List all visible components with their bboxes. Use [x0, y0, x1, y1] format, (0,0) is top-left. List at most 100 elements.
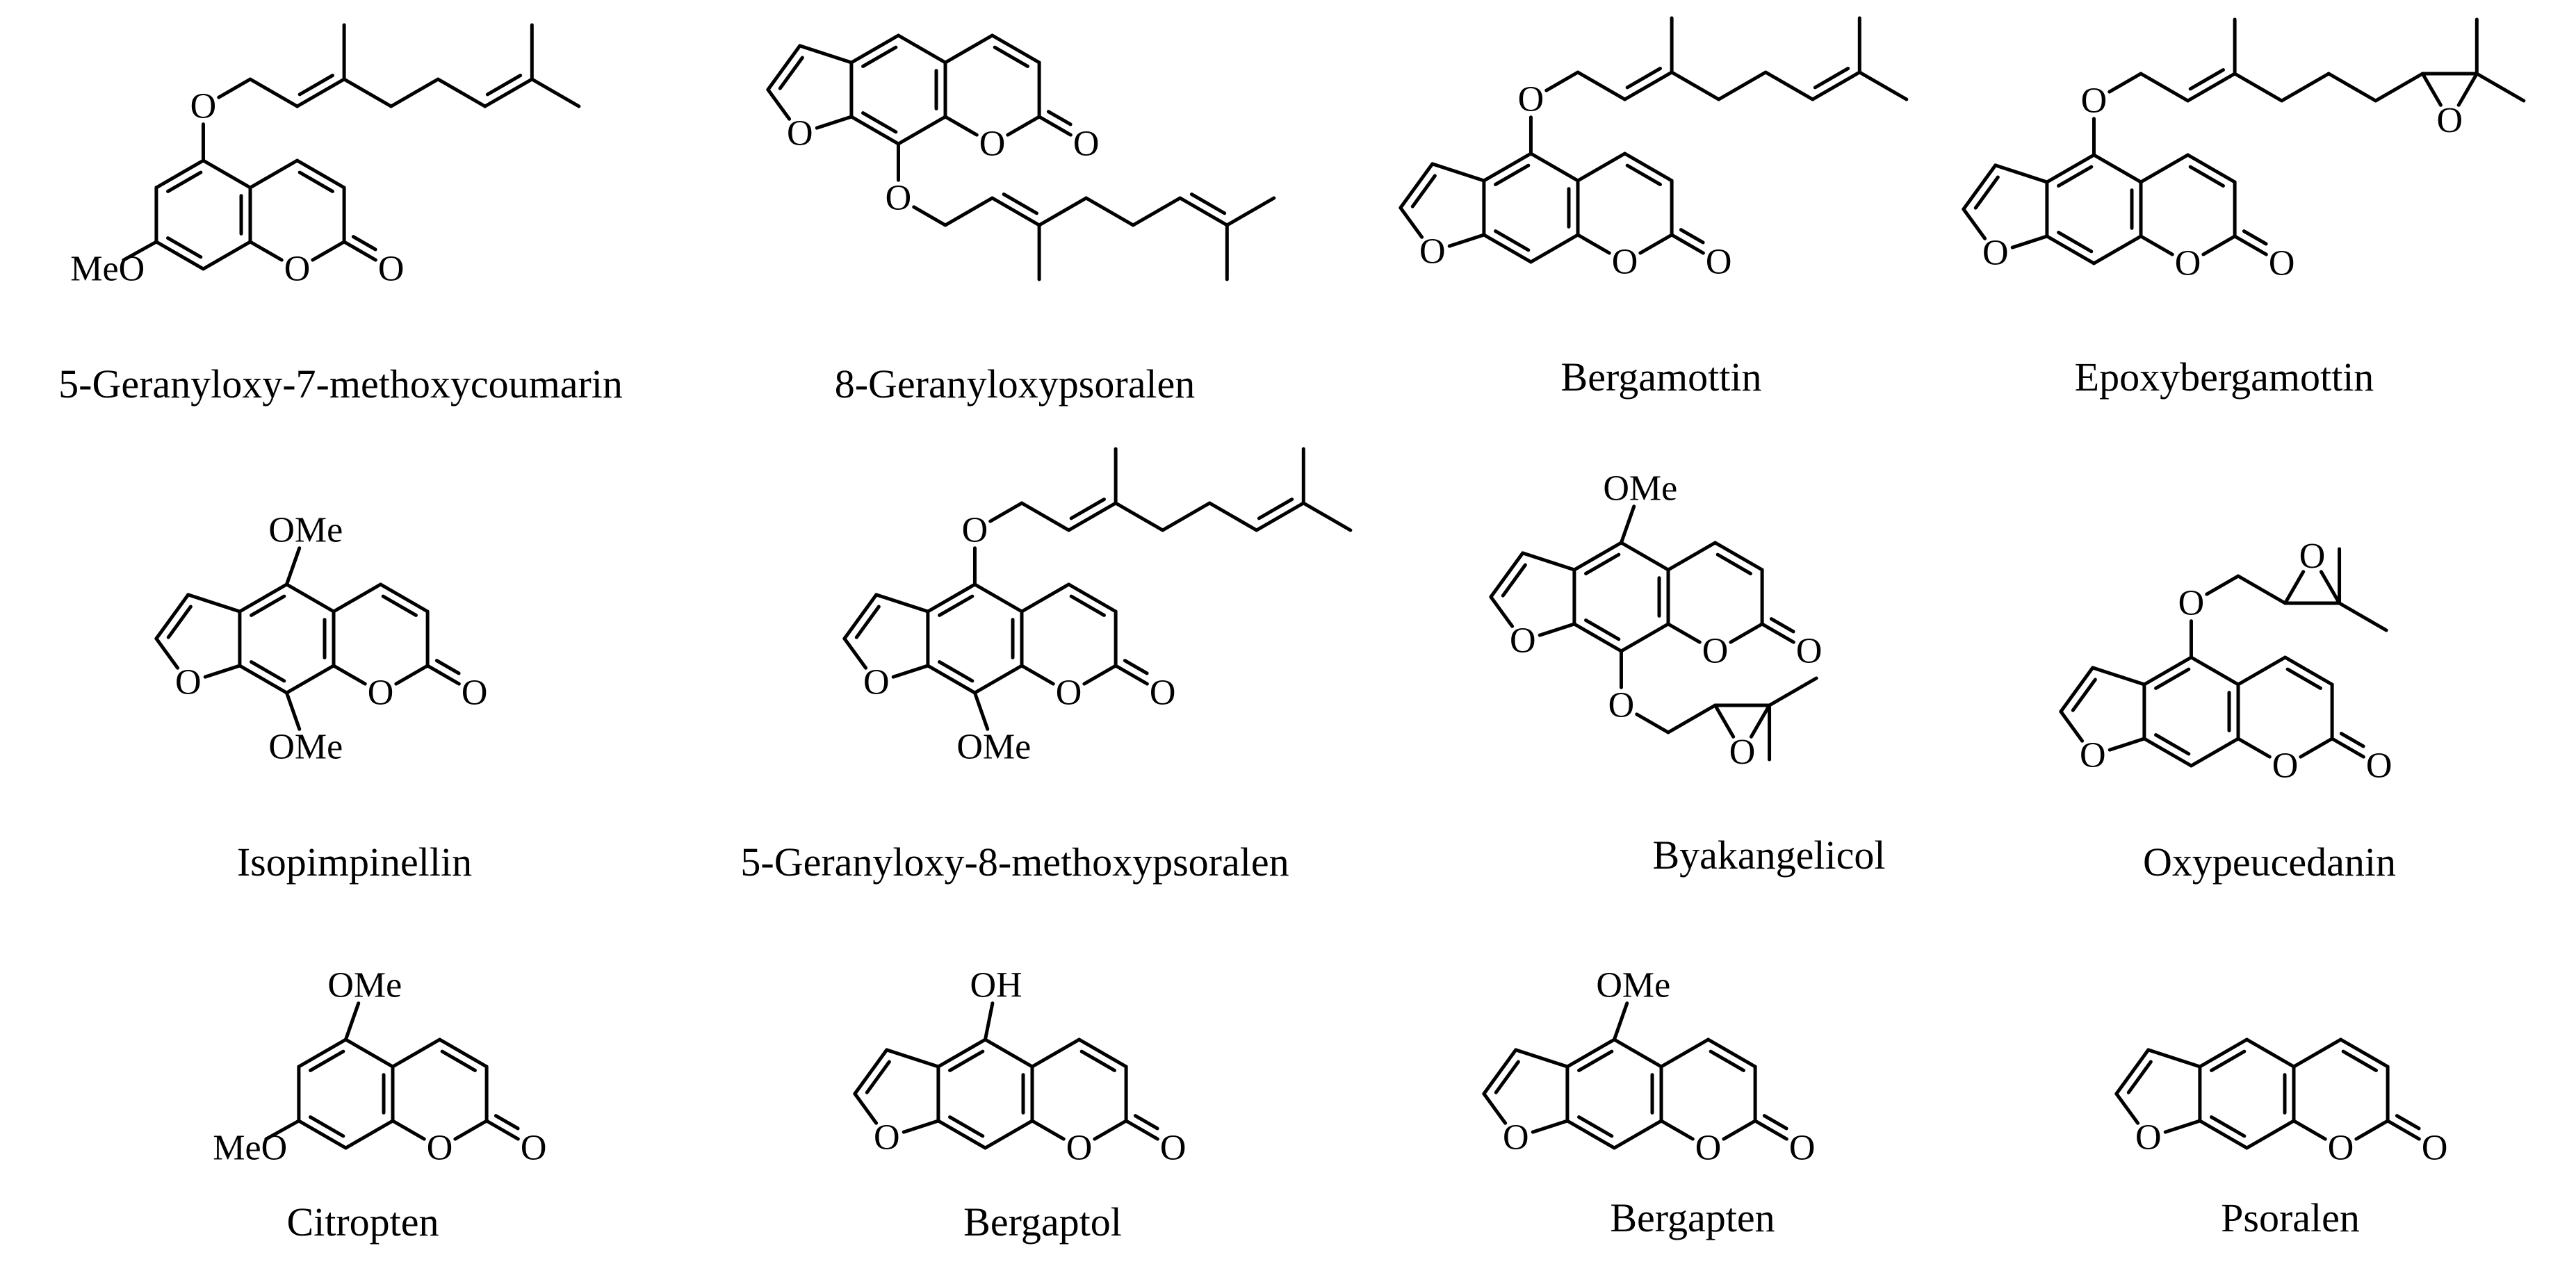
c10-bond-11 — [1124, 1119, 1159, 1141]
compound-name: Bergaptol — [963, 1199, 1122, 1245]
c7-bond-2-double — [1584, 618, 1621, 641]
c5-bond-7-double — [381, 594, 418, 617]
c1-bond-2 — [154, 240, 205, 271]
c8-bond-21 — [2319, 570, 2342, 605]
c1-bond-11-double — [351, 235, 377, 252]
c4-bond-11 — [2233, 234, 2268, 256]
c9-bond-12 — [343, 1001, 361, 1042]
c10-bond-7-double — [1079, 1049, 1116, 1072]
c10-atom-label: O — [874, 1118, 900, 1158]
c4-atom-label: O — [1982, 233, 2009, 273]
c5-bond-13 — [154, 637, 180, 670]
c3-bond-13 — [1399, 206, 1424, 239]
c11-bond-2 — [1565, 1119, 1616, 1150]
compound-name: Citropten — [286, 1199, 439, 1245]
c7-bond-18 — [1635, 712, 1670, 734]
c11-bond-2-double — [1577, 1115, 1614, 1138]
c10-bond-4 — [936, 1037, 987, 1069]
c2-bond-21 — [1037, 196, 1089, 227]
c10-bond-13 — [853, 1092, 879, 1125]
c11-bond-4-double — [1577, 1049, 1614, 1072]
c10-bond-6 — [1030, 1037, 1082, 1069]
c6-bond-2-double — [938, 660, 975, 683]
c1-bond-20-double — [485, 74, 523, 97]
c2-bond-9 — [1006, 115, 1041, 137]
c12-bond-10 — [2292, 1119, 2327, 1141]
c4-bond-9 — [2201, 234, 2237, 256]
c8-bond-13 — [2059, 709, 2085, 743]
c6-bond-19 — [1067, 501, 1118, 532]
compound-name: Bergamottin — [1561, 354, 1762, 400]
c1-bond-23 — [122, 240, 158, 262]
c8-atom-label: O — [2272, 746, 2299, 786]
c5-atom-label: O — [368, 673, 394, 713]
c4-bond-2-double — [2057, 231, 2094, 254]
c9-bond-2-double — [309, 1115, 345, 1138]
c7-atom-label: O — [1510, 621, 1536, 661]
c1-bond-2-double — [166, 236, 203, 259]
c6-bond-1 — [972, 664, 1024, 695]
c2-bond-11 — [1037, 115, 1073, 137]
c10-bond-14-double — [865, 1060, 891, 1094]
c7-bond-11-double — [1769, 617, 1795, 634]
c11-atom-label: O — [1503, 1118, 1529, 1158]
c12-bond-4 — [2198, 1037, 2249, 1069]
c8-bond-12 — [2108, 737, 2146, 752]
c3-bond-25 — [1857, 70, 1909, 101]
c6-bond-14 — [842, 593, 879, 641]
c1-bond-4 — [154, 158, 205, 190]
c9-bond-11-double — [494, 1114, 520, 1131]
c12-bond-7-double — [2341, 1049, 2378, 1072]
c2-bond-17 — [912, 205, 947, 227]
c1-bond-4-double — [166, 170, 203, 193]
c1-bond-1 — [201, 240, 252, 271]
c3-bond-24-double — [1813, 67, 1850, 90]
c1-bond-17 — [342, 77, 393, 108]
c6-bond-21 — [1114, 501, 1165, 532]
c7-bond-10 — [1666, 622, 1702, 644]
c6-bond-7-double — [1069, 594, 1106, 617]
c6-bond-12 — [891, 664, 930, 679]
c11-bond-14 — [1482, 1048, 1518, 1096]
c12-bond-11 — [2386, 1119, 2421, 1141]
c12-bond-13 — [2114, 1092, 2140, 1125]
c8-bond-14-double — [2071, 678, 2097, 712]
c9-bond-5 — [343, 1037, 395, 1069]
c9-bond-13 — [264, 1119, 301, 1141]
compound-name: Psoralen — [2221, 1195, 2360, 1240]
c2-atom-label: O — [979, 124, 1006, 164]
c4-bond-22 — [2280, 72, 2331, 103]
c3-bond-24 — [1811, 70, 1861, 101]
c9-bond-6 — [391, 1037, 442, 1069]
c1-bond-13 — [217, 77, 252, 99]
c1-atom-label: O — [378, 249, 405, 289]
c1-bond-15-double — [297, 74, 334, 97]
c8-bond-11 — [2330, 737, 2365, 759]
c2-bond-14-double — [778, 56, 804, 90]
c2-bond-2 — [849, 115, 900, 146]
compound-name: 5-Geranyloxy-7-methoxycoumarin — [58, 361, 623, 407]
c2-bond-11-double — [1046, 110, 1073, 126]
c7-bond-22 — [1749, 703, 1772, 739]
c4-bond-2 — [2045, 234, 2096, 265]
c12-bond-11-double — [2395, 1114, 2421, 1131]
c8-bond-6 — [2236, 655, 2288, 687]
c11-bond-6 — [1659, 1037, 1711, 1069]
c2-bond-10 — [943, 115, 979, 137]
c7-bond-15 — [1521, 551, 1576, 572]
c7-bond-1 — [1619, 622, 1670, 653]
c9-bond-11 — [484, 1119, 520, 1141]
c5-bond-12 — [203, 664, 242, 679]
c4-bond-15 — [1994, 163, 2049, 184]
c4-bond-5 — [2092, 153, 2143, 184]
c1-bond-10 — [248, 240, 284, 262]
c4-bond-19-double — [2188, 68, 2225, 91]
c2-atom-label: O — [1073, 124, 1100, 164]
c4-bond-6 — [2139, 153, 2190, 184]
c8-bond-4-double — [2154, 667, 2191, 690]
